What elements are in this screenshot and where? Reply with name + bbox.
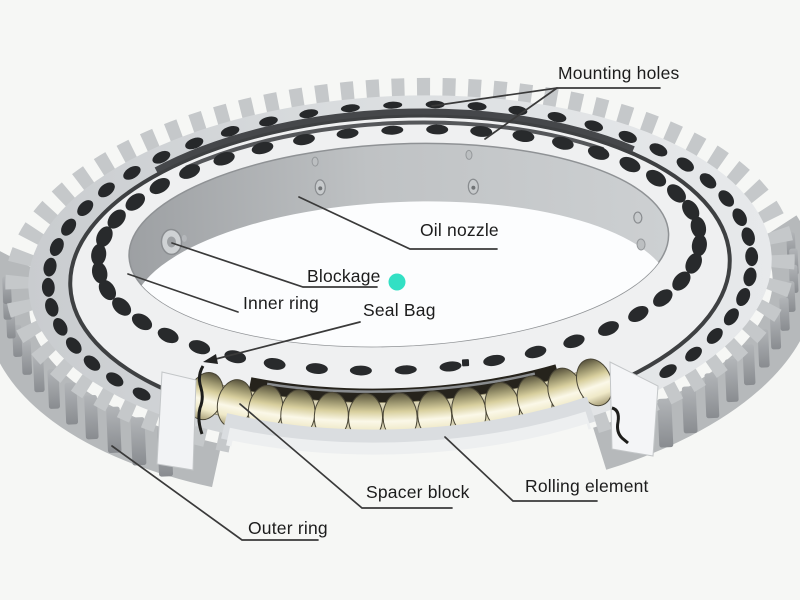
leader-seal-bag <box>207 321 361 362</box>
labels: Mounting holes Oil nozzle Blockage Inner… <box>243 63 680 538</box>
label-inner-ring: Inner ring <box>243 293 319 313</box>
leader-oil-nozzle <box>298 196 498 250</box>
label-spacer-block: Spacer block <box>366 482 470 502</box>
leader-lines <box>111 87 661 541</box>
right-cut-flange <box>609 361 659 457</box>
seal-right <box>611 406 629 445</box>
leader-seal-bag-arrowhead <box>203 354 218 364</box>
seal-left <box>197 365 205 435</box>
gear-teeth-top <box>5 77 795 467</box>
cutaway-flanges <box>156 361 659 471</box>
oil-nozzle-fitting-2 <box>465 149 479 195</box>
raceway-cutaway <box>0 59 800 485</box>
bearing-body <box>0 59 800 504</box>
indicator-dot <box>388 273 406 291</box>
leader-outer-ring <box>111 445 319 541</box>
label-mounting-holes: Mounting holes <box>558 63 680 83</box>
ring-groove-top <box>61 108 739 436</box>
left-cut-flange <box>156 371 197 471</box>
blockage-plug <box>160 228 187 256</box>
leader-blockage <box>171 242 378 288</box>
leader-rolling-element <box>444 436 598 502</box>
label-oil-nozzle: Oil nozzle <box>420 220 499 240</box>
label-blockage: Blockage <box>307 266 381 286</box>
leader-inner-ring <box>127 273 239 313</box>
inner-ring-mounting-holes <box>91 124 707 376</box>
oil-nozzle-fitting <box>311 156 326 196</box>
leader-spacer-block <box>239 403 453 509</box>
outer-ring-mounting-holes <box>41 100 759 401</box>
oil-nozzle-fitting-3 <box>633 211 646 251</box>
small-square-hole <box>461 359 470 367</box>
label-seal-bag: Seal Bag <box>363 300 436 320</box>
leader-mounting-holes-b <box>484 87 558 140</box>
label-outer-ring: Outer ring <box>248 518 328 538</box>
bore-wall-fittings <box>160 149 646 256</box>
label-rolling-element: Rolling element <box>525 476 649 496</box>
